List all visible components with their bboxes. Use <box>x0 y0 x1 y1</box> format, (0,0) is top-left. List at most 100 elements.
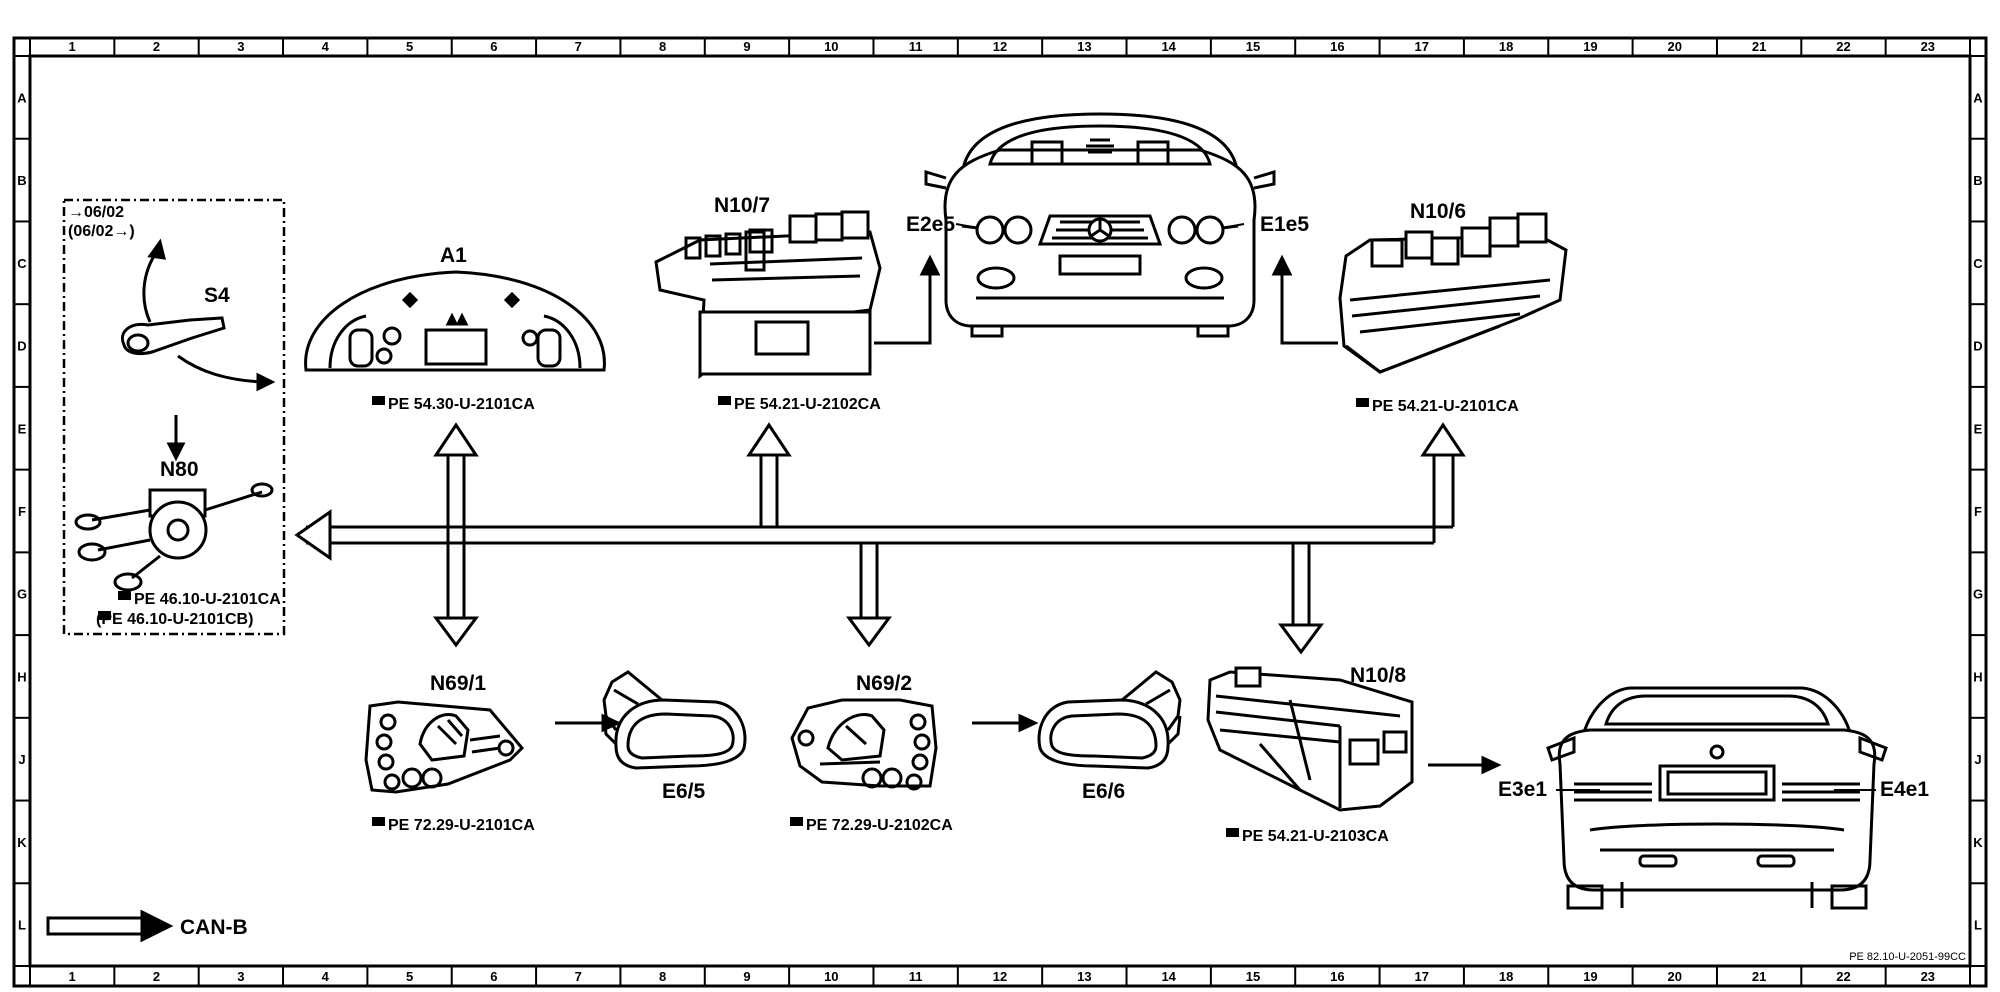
grid-row-label: B <box>17 173 26 188</box>
grid-column-label: 21 <box>1752 969 1766 984</box>
grid-row-label: J <box>18 752 25 767</box>
grid-column-label: 16 <box>1330 969 1344 984</box>
component-labels: →06/02 (06/02→) S4 N80 PE 46.10-U-2101CA… <box>68 194 1929 845</box>
n80-ref1: PE 46.10-U-2101CA <box>134 591 281 608</box>
a1-instrument-cluster-illustration <box>304 270 606 372</box>
front-car-illustration <box>924 112 1276 338</box>
grid-row-label: J <box>1974 752 1981 767</box>
grid-column-label: 23 <box>1921 969 1935 984</box>
n80-group-frame <box>62 198 286 636</box>
grid-column-label: 13 <box>1077 39 1091 54</box>
grid-column-label: 6 <box>490 969 497 984</box>
grid-column-label: 20 <box>1668 39 1682 54</box>
n10-6-module-illustration <box>1338 212 1568 374</box>
can-bus <box>294 422 1466 655</box>
grid-column-label: 1 <box>69 39 76 54</box>
grid-column-label: 9 <box>743 39 750 54</box>
signal-arrows <box>166 254 1502 775</box>
n10-8-module-illustration <box>1206 666 1414 812</box>
grid-column-label: 20 <box>1668 969 1682 984</box>
grid-column-label: 11 <box>909 39 923 54</box>
grid-column-label: 22 <box>1836 39 1850 54</box>
grid-column-label: 3 <box>237 969 244 984</box>
document-id: PE 82.10-U-2051-99CC <box>1849 951 1966 963</box>
can-b-legend-label: CAN-B <box>180 916 248 939</box>
grid-column-label: 17 <box>1415 39 1429 54</box>
grid-column-label: 5 <box>406 969 413 984</box>
n10-7-module-illustration <box>654 210 882 380</box>
grid-labels: 1122334455667788991010111112121313141415… <box>17 39 1983 984</box>
grid-column-label: 2 <box>153 969 160 984</box>
grid-row-label: K <box>1973 835 1983 850</box>
n10-8-label: N10/8 <box>1350 664 1406 687</box>
grid-row-label: C <box>17 256 27 271</box>
n80-ref2: (PE 46.10-U-2101CB) <box>96 611 253 628</box>
s4-note-line2: (06/02→) <box>68 223 135 240</box>
grid-column-label: 4 <box>322 969 330 984</box>
grid-column-label: 15 <box>1246 39 1260 54</box>
grid-row-label: G <box>17 587 27 602</box>
n80-steering-module-illustration <box>74 482 274 592</box>
grid-column-label: 5 <box>406 39 413 54</box>
grid-column-label: 8 <box>659 39 666 54</box>
lamp-leaders <box>955 223 1876 791</box>
grid-row-label: E <box>18 421 27 436</box>
grid-column-label: 19 <box>1583 969 1597 984</box>
grid-column-label: 2 <box>153 39 160 54</box>
n10-6-label: N10/6 <box>1410 200 1466 223</box>
grid-row-label: G <box>1973 587 1983 602</box>
grid-row-label: A <box>1973 90 1983 105</box>
n10-7-label: N10/7 <box>714 194 770 217</box>
grid-column-label: 10 <box>824 39 838 54</box>
grid-row-label: C <box>1973 256 1983 271</box>
grid-column-label: 22 <box>1836 969 1850 984</box>
grid-column-label: 12 <box>993 39 1007 54</box>
s4-label: S4 <box>204 284 230 307</box>
grid-column-label: 9 <box>743 969 750 984</box>
grid-column-label: 21 <box>1752 39 1766 54</box>
grid-column-label: 14 <box>1161 39 1176 54</box>
grid-column-label: 4 <box>322 39 330 54</box>
grid-row-label: L <box>1974 918 1982 933</box>
front-left-lamp-label: E2e5 <box>906 213 955 236</box>
a1-ref: PE 54.30-U-2101CA <box>388 396 535 413</box>
s4-note-line1: →06/02 <box>68 204 124 221</box>
e6-5-label: E6/5 <box>662 780 706 803</box>
grid-column-label: 13 <box>1077 969 1091 984</box>
rear-car-illustration <box>1546 686 1888 910</box>
grid-column-label: 7 <box>575 39 582 54</box>
grid-column-label: 12 <box>993 969 1007 984</box>
n10-7-ref: PE 54.21-U-2102CA <box>734 396 881 413</box>
can-b-legend-arrow-icon <box>46 909 174 943</box>
grid-row-label: H <box>1973 669 1982 684</box>
n69-1-door-module-illustration <box>364 700 525 794</box>
reference-book-icons <box>98 396 1369 837</box>
s4-switch-illustration <box>121 238 276 392</box>
grid-row-label: H <box>17 669 26 684</box>
grid-row-label: L <box>18 918 26 933</box>
grid-row-label: B <box>1973 173 1982 188</box>
rear-right-lamp-label: E4e1 <box>1880 778 1929 801</box>
grid-column-label: 15 <box>1246 969 1260 984</box>
grid-row-label: D <box>1973 339 1982 354</box>
e6-6-mirror-illustration <box>1037 670 1182 770</box>
n69-1-label: N69/1 <box>430 672 486 695</box>
grid-column-label: 16 <box>1330 39 1344 54</box>
n69-2-ref: PE 72.29-U-2102CA <box>806 817 953 834</box>
n69-2-label: N69/2 <box>856 672 912 695</box>
grid-row-label: E <box>1974 421 1983 436</box>
grid-column-label: 18 <box>1499 39 1513 54</box>
grid-column-label: 11 <box>909 969 923 984</box>
n10-6-ref: PE 54.21-U-2101CA <box>1372 398 1519 415</box>
grid-column-label: 17 <box>1415 969 1429 984</box>
grid-column-label: 1 <box>69 969 76 984</box>
grid-row-label: F <box>1974 504 1982 519</box>
grid-column-label: 10 <box>824 969 838 984</box>
n69-2-door-module-illustration <box>790 698 938 791</box>
n10-8-ref: PE 54.21-U-2103CA <box>1242 828 1389 845</box>
grid-column-label: 23 <box>1921 39 1935 54</box>
grid-ticks <box>14 38 1986 986</box>
e6-6-label: E6/6 <box>1082 780 1125 803</box>
grid-row-label: A <box>17 90 27 105</box>
